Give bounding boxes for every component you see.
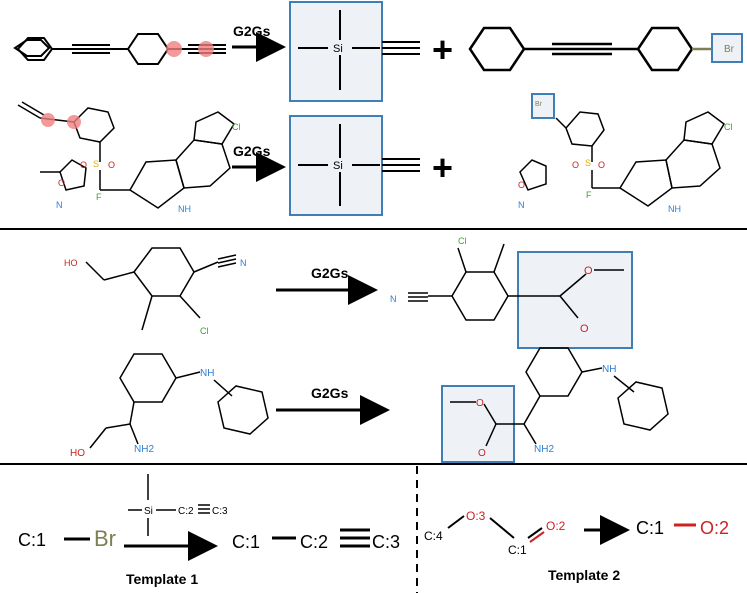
atom-map-c4: C:4 [424,529,443,543]
atom-o: O [584,265,593,277]
ester-box: O O [441,385,524,463]
atom-map-c3: C:3 [212,506,228,517]
atom-map-c3: C:3 [372,532,400,552]
reaction-1-reactant [13,33,226,65]
atom-map-c1: C:1 [636,518,664,538]
atom-si: Si [144,506,153,517]
br-box [531,93,555,119]
atom-s: S [93,159,99,169]
atom-cl: Cl [458,236,467,246]
atom-map-br: Br [94,526,116,551]
atom-br: Br [535,101,543,108]
atom-ho: HO [64,258,78,268]
atom-si: Si [333,160,343,172]
plus-sign: + [432,147,453,188]
atom-n: N [240,258,247,268]
ester-box: O O [508,251,633,349]
atom-map-o2: O:2 [700,518,729,538]
atom-o: O [572,160,579,170]
atom-map-c1: C:1 [232,532,260,552]
atom-o: O [476,398,484,409]
reaction-3-reactant [85,247,237,331]
atom-s: S [585,158,591,168]
atom-o: O [58,178,65,188]
template-1-label: Template 1 [126,571,198,587]
atom-nh: NH [178,204,191,214]
template-2-label: Template 2 [548,567,620,583]
reaction-3-product [408,243,509,321]
tms-acetylene-box: Si [289,1,383,102]
atom-cl: Cl [200,326,209,336]
arrow-label: G2Gs [233,23,271,39]
atom-o: O [580,323,589,335]
atom-map-c1: C:1 [18,530,46,550]
atom-f: F [586,190,592,200]
atom-br: Br [724,44,735,55]
atom-o: O [478,448,486,459]
atom-map-c2: C:2 [178,506,194,517]
arrow-label: G2Gs [311,385,349,401]
template-2: C:4 O:3 C:1 O:2 C:1 O:2 Template 2 [424,509,729,583]
alkyne-tail [382,41,420,55]
atom-n: N [390,294,397,304]
atom-cl: Cl [232,122,241,132]
atom-ho: HO [70,448,85,459]
alkyne-tail [382,158,420,172]
arrow-label: G2Gs [233,143,271,159]
highlight-atom [198,41,214,57]
reaction-1-product [468,26,712,72]
atom-nh2: NH2 [534,444,554,455]
atom-si: Si [333,43,343,55]
atom-o: O [598,160,605,170]
atom-cl: Cl [724,122,733,132]
atom-n: N [518,200,525,210]
atom-nh: NH [602,364,616,375]
atom-o: O [80,160,87,170]
atom-map-c2: C:2 [300,532,328,552]
plus-sign: + [432,29,453,70]
highlight-atom [67,115,81,129]
atom-n: N [56,200,63,210]
reaction-4-product [523,347,669,445]
arrow-label: G2Gs [311,265,349,281]
highlight-atom [166,41,182,57]
atom-map-o2: O:2 [546,519,566,533]
reaction-4-reactant [89,353,269,449]
atom-o: O [518,180,525,190]
tms-acetylene-box: Si [289,115,383,216]
template-1: C:1 Br Si C:2 C:3 C:1 C:2 C:3 Template 1 [18,474,400,587]
atom-map-c1: C:1 [508,543,527,557]
atom-nh: NH [200,368,214,379]
br-box [711,33,743,63]
atom-f: F [96,192,102,202]
reaction-2-product [519,111,725,207]
highlight-atom [41,113,55,127]
atom-map-o3: O:3 [466,509,486,523]
atom-nh2: NH2 [134,444,154,455]
atom-nh: NH [668,204,681,214]
atom-o: O [108,160,115,170]
